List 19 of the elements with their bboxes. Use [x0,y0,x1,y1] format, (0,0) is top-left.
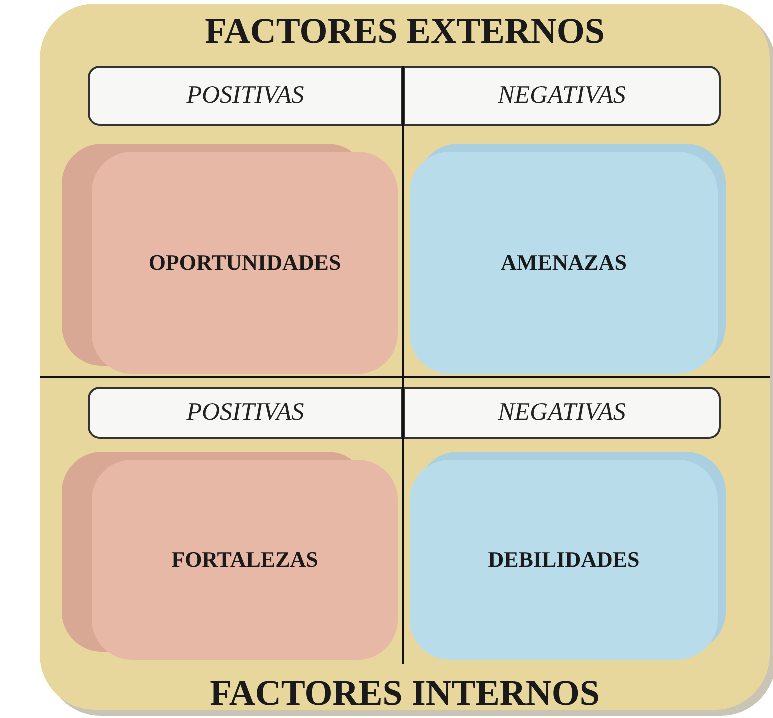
quadrant-title: DEBILIDADES [488,547,640,573]
column-label: POSITIVAS [186,82,304,110]
column-label: POSITIVAS [186,399,304,427]
section-heading: FACTORES EXTERNOS [204,10,606,52]
panel-background [40,4,770,710]
section-heading: FACTORES INTERNOS [209,672,601,714]
quadrant-card [92,460,398,660]
header-bar [88,66,403,126]
column-label: NEGATIVAS [498,399,626,427]
quadrant-title: AMENAZAS [501,250,627,276]
column-label: NEGATIVAS [498,82,626,110]
quadrant-title: OPORTUNIDADES [148,250,342,276]
header-bar [403,66,721,126]
quadrant-card [410,460,718,660]
quadrant-title: FORTALEZAS [172,547,318,573]
header-bar [88,387,403,439]
quadrant-card [92,152,398,374]
quadrant-card [410,152,718,374]
header-bar [403,387,721,439]
